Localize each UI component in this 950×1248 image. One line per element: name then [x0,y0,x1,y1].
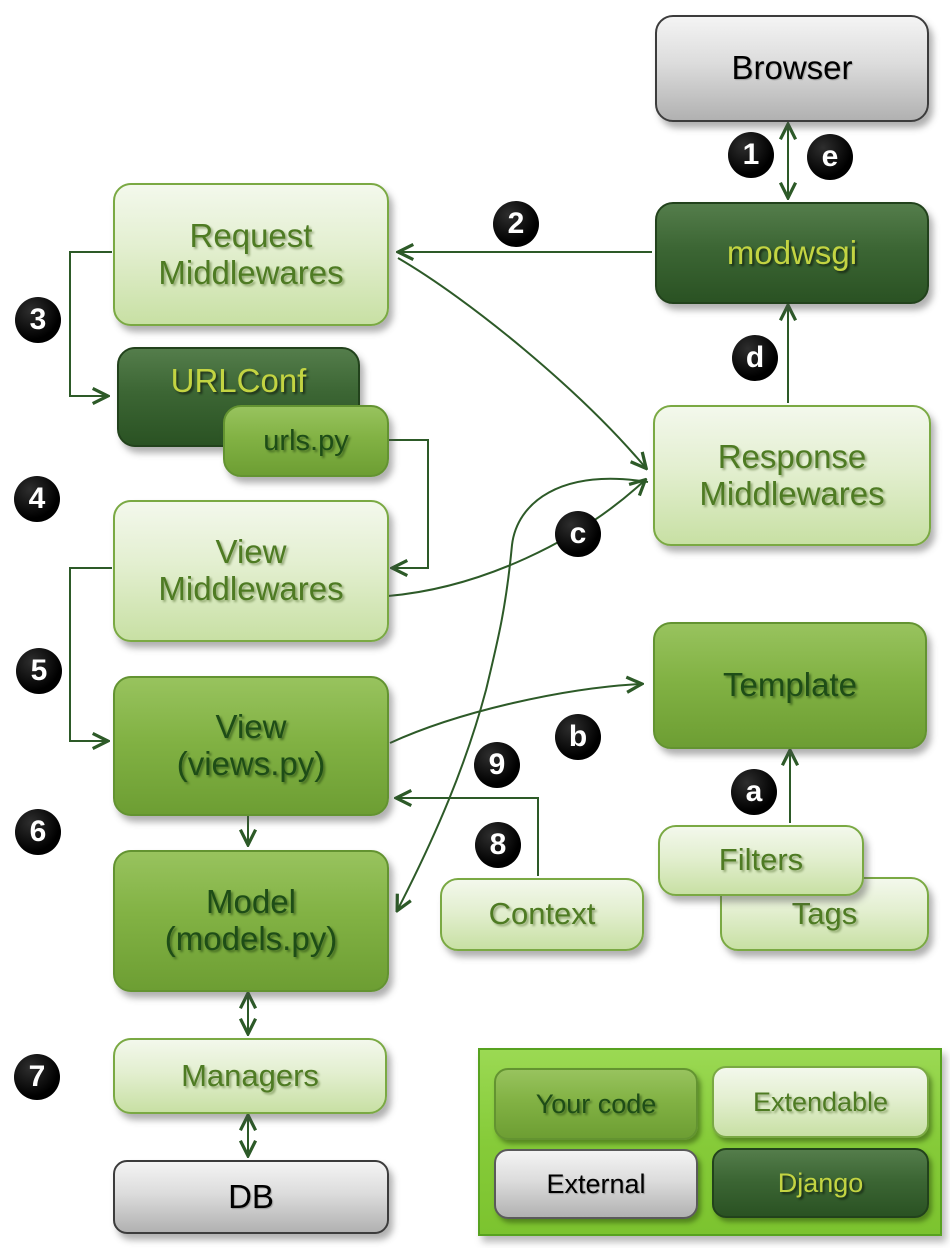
step-badge-2: 2 [493,201,539,247]
node-request-middlewares-line2: Middlewares [158,253,344,291]
node-model-line2: (models.py) [164,920,338,957]
node-urls-py: urls.py [223,405,389,477]
legend-item-django: Django [712,1148,929,1218]
legend-panel: Your code Extendable External Django [478,1048,942,1236]
node-modwsgi-label: modwsgi [726,233,858,271]
node-filters: Filters [658,825,864,896]
node-response-middlewares: Response Middlewares [653,405,931,546]
node-db: DB [113,1160,389,1234]
node-browser-label: Browser [731,49,853,87]
step-badge-1: 1 [728,132,774,178]
node-view: View (views.py) [113,676,389,816]
arrow-urlspy-view-middlewares [386,439,429,568]
legend-item-your-code: Your code [494,1068,698,1140]
node-template: Template [653,622,927,749]
step-badge-1-label: 1 [742,138,760,171]
node-view-middlewares-line2: Middlewares [158,570,344,607]
node-request-middlewares: Request Middlewares [113,183,389,326]
node-tags-label: Tags [791,895,858,931]
node-model: Model (models.py) [113,850,389,992]
node-view-line2: (views.py) [176,745,326,782]
node-urlconf-label: URLConf [170,362,307,399]
node-view-line1: View [215,708,287,746]
curve-request-middlewares-response-middlewares [397,257,645,467]
step-badge-7-label: 7 [28,1060,46,1093]
arrow-view-middlewares-view [69,567,112,741]
step-badge-9-label: 9 [488,748,506,781]
step-badge-a: a [731,769,777,815]
curve-view-middlewares-response-middlewares [387,481,644,597]
node-request-middlewares-line1: Request [189,216,313,254]
step-badge-b: b [555,714,601,760]
legend-django-label: Django [777,1167,864,1198]
step-badge-d-label: d [745,341,765,374]
legend-item-extendable: Extendable [712,1066,929,1138]
step-badge-3: 3 [15,297,61,343]
node-context: Context [440,878,644,951]
step-badge-3-label: 3 [29,303,47,336]
step-badge-5: 5 [16,648,62,694]
step-badge-d: d [732,335,778,381]
legend-your-code-label: Your code [535,1088,657,1119]
node-db-label: DB [228,1177,274,1215]
node-managers-label: Managers [181,1057,319,1093]
step-badge-6-label: 6 [29,815,47,848]
node-urls-py-label: urls.py [263,424,349,457]
step-badge-6: 6 [15,809,61,855]
curve-junction-model [398,477,649,909]
step-badge-b-label: b [568,720,588,753]
legend-item-external: External [494,1149,698,1219]
node-managers: Managers [113,1038,387,1114]
node-model-line1: Model [206,883,296,921]
step-badge-c-label: c [569,517,587,550]
step-badge-4: 4 [14,476,60,522]
node-response-middlewares-line2: Middlewares [699,474,885,512]
node-browser: Browser [655,15,929,122]
curve-view-template [389,684,640,744]
step-badge-e: e [807,134,853,180]
arrow-request-middlewares-urlconf [69,251,112,396]
node-view-middlewares-line1: View [215,533,287,571]
node-modwsgi: modwsgi [655,202,929,304]
legend-external-label: External [546,1168,646,1199]
step-badge-2-label: 2 [507,207,525,240]
node-filters-label: Filters [718,842,804,878]
step-badge-e-label: e [821,140,839,173]
step-badge-a-label: a [745,775,763,808]
step-badge-8: 8 [475,822,521,868]
node-context-label: Context [488,896,596,932]
arrow-context-view [398,798,539,876]
step-badge-8-label: 8 [489,828,507,861]
legend-extendable-label: Extendable [752,1086,889,1117]
step-badge-9: 9 [474,742,520,788]
node-view-middlewares: View Middlewares [113,500,389,642]
step-badge-7: 7 [14,1054,60,1100]
node-response-middlewares-line1: Response [717,437,867,475]
step-badge-c: c [555,511,601,557]
node-template-label: Template [723,666,857,704]
step-badge-4-label: 4 [28,482,46,515]
step-badge-5-label: 5 [30,654,48,687]
